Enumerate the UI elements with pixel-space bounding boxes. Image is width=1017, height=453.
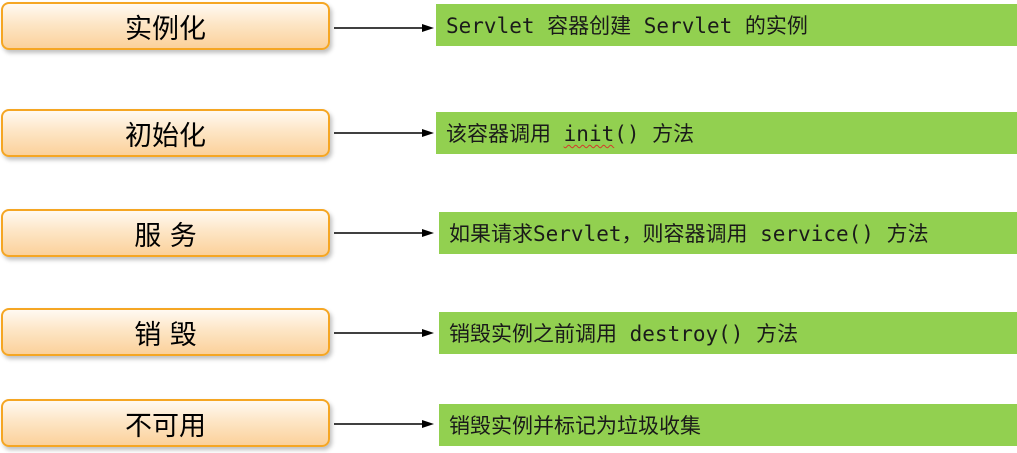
stage-box-unavailable: 不可用 (1, 399, 330, 447)
stage-box-instantiate: 实例化 (1, 2, 330, 50)
description-box-initialize: 该容器调用 init() 方法 (436, 112, 1017, 154)
stage-box-initialize: 初始化 (1, 109, 330, 157)
arrow-right-icon (334, 129, 434, 137)
stage-box-destroy: 销 毁 (1, 308, 330, 356)
arrow-right-icon (334, 329, 434, 337)
stage-box-service: 服 务 (1, 209, 330, 257)
description-text: 销毁实例并标记为垃圾收集 (449, 414, 701, 438)
description-part: () 方法 (614, 122, 695, 146)
init-method-text: init (563, 122, 615, 146)
stage-label: 初始化 (125, 120, 206, 152)
description-part: 该容器调用 (446, 122, 564, 146)
description-text: 如果请求Servlet，则容器调用 service() 方法 (449, 222, 929, 246)
arrow-right-icon (334, 229, 434, 237)
description-text: 该容器调用 init() 方法 (446, 118, 694, 148)
arrow-right-icon (334, 420, 434, 428)
stage-label: 实例化 (125, 13, 206, 45)
description-box-destroy: 销毁实例之前调用 destroy() 方法 (439, 312, 1017, 354)
description-box-unavailable: 销毁实例并标记为垃圾收集 (439, 404, 1017, 446)
description-box-instantiate: Servlet 容器创建 Servlet 的实例 (436, 4, 1017, 46)
stage-label: 不可用 (125, 410, 206, 442)
description-box-service: 如果请求Servlet，则容器调用 service() 方法 (439, 212, 1017, 254)
stage-label: 服 务 (134, 220, 197, 252)
description-text: Servlet 容器创建 Servlet 的实例 (446, 14, 808, 38)
stage-label: 销 毁 (134, 319, 197, 351)
description-text: 销毁实例之前调用 destroy() 方法 (449, 322, 799, 346)
arrow-right-icon (334, 24, 434, 32)
